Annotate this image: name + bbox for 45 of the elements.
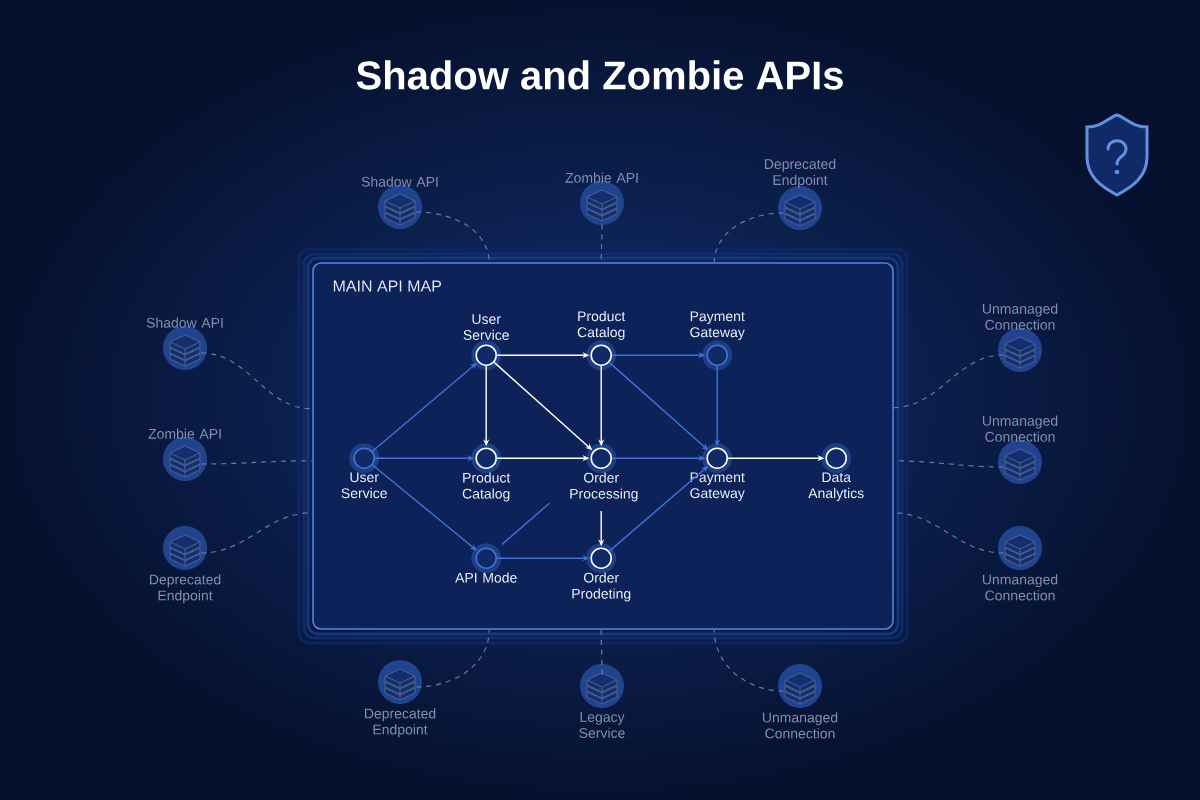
node-label: API Mode [455,572,517,583]
server-node: Deprecated Endpoint [149,526,221,604]
node-label: Product Catalog [462,472,511,502]
service-node: User Service [341,443,387,499]
node-label: Deprecated Endpoint [764,158,836,188]
node-label: User Service [341,472,387,499]
service-node: API Mode [455,543,517,583]
title: Shadow and Zombie APIs [356,60,843,90]
service-node: Product Catalog [462,443,511,502]
server-node: Deprecated Endpoint [364,660,436,738]
server-node: Zombie API [565,172,638,225]
node-label: Unmanaged Connection [762,712,838,739]
server-node: Unmanaged Connection [982,303,1058,372]
node-label: Shadow API [146,317,223,328]
server-node: Legacy Service [579,664,625,738]
node-label: Zombie API [565,172,638,183]
service-node: Order Processing [570,443,638,502]
node-label: Unmanaged Connection [982,574,1058,601]
node-label: Payment Gateway [690,311,745,340]
node-label: Legacy Service [579,712,625,738]
service-node: User Service [463,314,509,371]
server-node: Shadow API [146,317,223,370]
service-node: Product Catalog [577,310,626,371]
server-node: Unmanaged Connection [762,664,838,739]
node-label: Deprecated Endpoint [149,574,221,604]
service-node: Order Prodeting [572,543,631,602]
server-node: Unmanaged Connection [982,526,1058,601]
server-node: Unmanaged Connection [982,415,1058,484]
node-label: Order Prodeting [572,572,631,602]
node-label: Data Analytics [808,472,864,501]
node-label: Zombie API [148,428,221,439]
service-node: Payment Gateway [690,311,745,371]
node-label: Order Processing [570,472,638,502]
server-node: Shadow API [361,176,438,229]
service-node: Payment Gateway [690,443,745,501]
service-node: Data Analytics [808,443,864,501]
node-label: Payment Gateway [690,472,745,501]
node-label: Product Catalog [577,310,626,340]
node-label: Deprecated Endpoint [364,708,436,738]
node-label: Shadow API [361,176,438,187]
server-node: Deprecated Endpoint [764,158,836,230]
node-label: User Service [463,314,509,340]
node-label: Unmanaged Connection [982,415,1058,442]
server-node: Zombie API [148,428,221,481]
node-label: Unmanaged Connection [982,303,1058,330]
